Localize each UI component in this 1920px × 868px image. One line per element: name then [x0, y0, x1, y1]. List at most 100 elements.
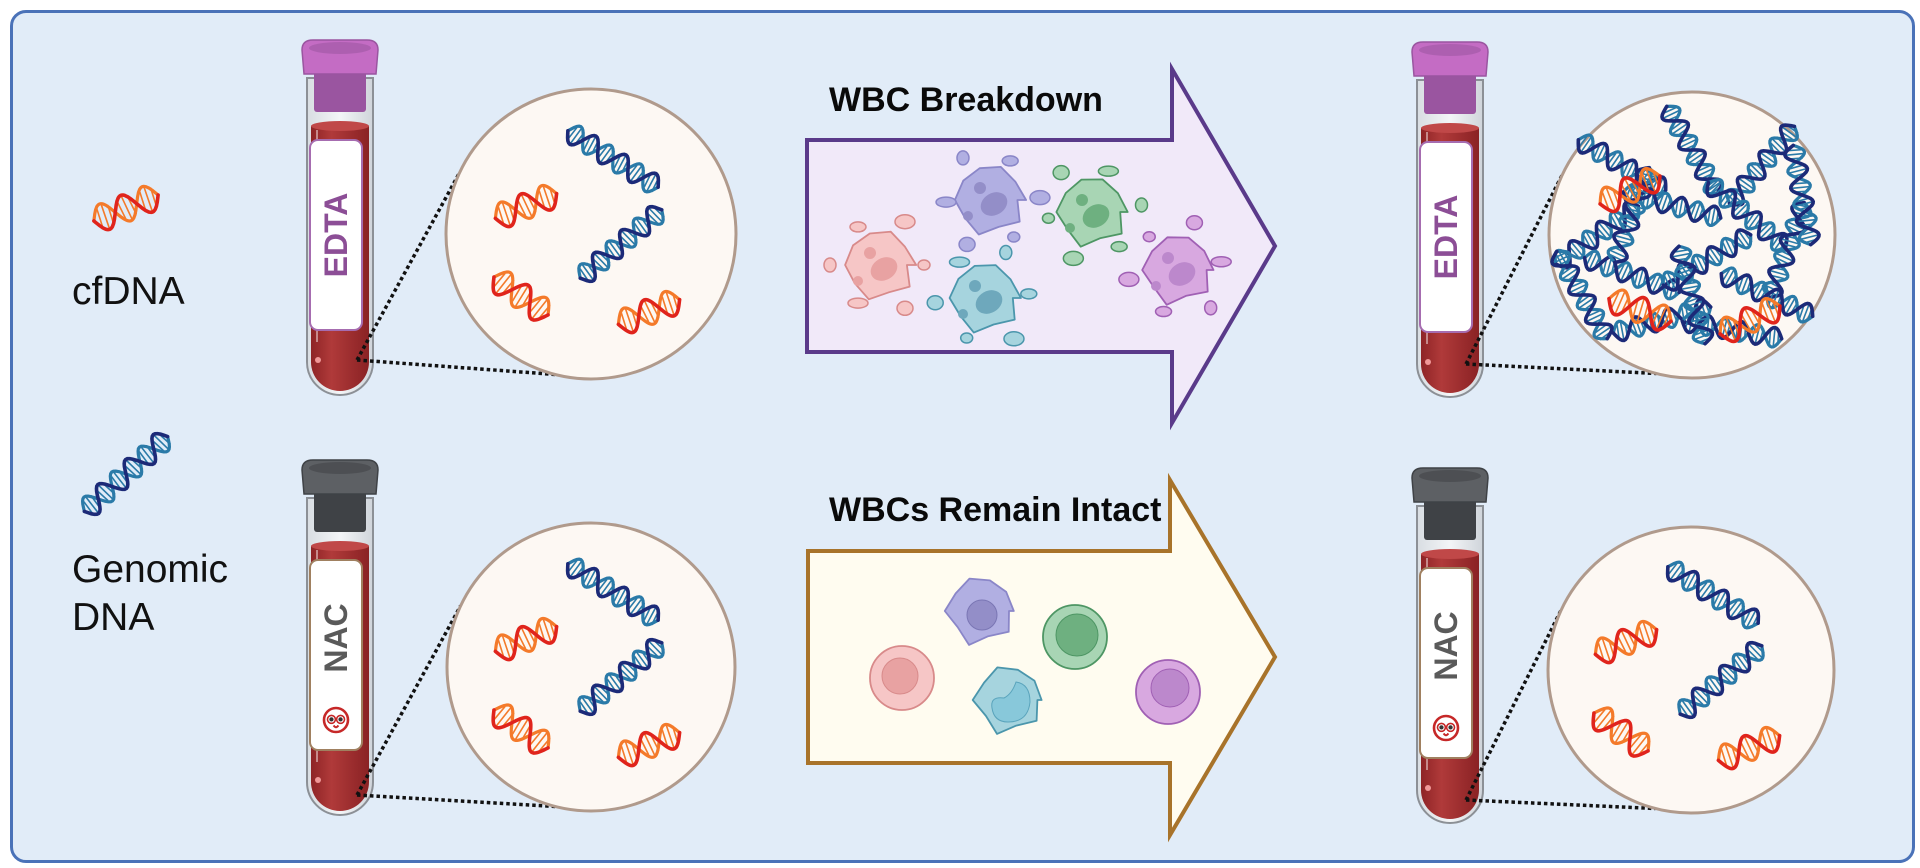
blood-surface — [1421, 123, 1479, 133]
dna-rung — [1630, 734, 1649, 756]
magnifier-nac-before — [355, 521, 737, 813]
tube-stopper — [1424, 494, 1476, 540]
arrow-wbcs-remain-intact: WBCs Remain Intact — [806, 472, 1278, 843]
dna-rung — [530, 731, 549, 753]
dna-rung — [542, 617, 553, 644]
intact-wbc-icon — [1042, 604, 1108, 670]
dna-strand — [1783, 143, 1821, 247]
dna-rung — [492, 273, 506, 289]
dna-rung — [1772, 327, 1776, 348]
dna-rung — [1619, 320, 1625, 341]
dna-rung — [1771, 289, 1780, 309]
dna-rung — [1645, 167, 1657, 193]
genomic-dna-fragment-icon — [1669, 244, 1715, 346]
cfdna-fragment-icon — [493, 616, 559, 662]
genomic-dna-fragment-icon — [1725, 123, 1799, 207]
dna-rung — [1684, 299, 1705, 308]
magnifier-circle — [445, 521, 737, 813]
dna-rung — [1747, 642, 1764, 660]
dna-rung — [538, 623, 546, 642]
dna-rung — [139, 191, 147, 211]
dna-rung — [1695, 254, 1706, 274]
tube-cap-rim — [1419, 44, 1481, 56]
dna-rung — [1594, 325, 1613, 339]
intact-wbc-icon — [971, 666, 1043, 735]
dna-rung — [1710, 206, 1716, 226]
dna-rung — [1786, 220, 1806, 231]
dna-strand — [565, 562, 661, 622]
lysed-wbc-icon — [1041, 164, 1149, 267]
dna-rung — [1724, 268, 1736, 287]
dna-rung — [501, 201, 512, 227]
dna-rung — [1597, 221, 1612, 238]
dna-strand — [1718, 296, 1782, 336]
dna-rung — [1759, 151, 1777, 165]
dna-rung — [1601, 637, 1612, 663]
dna-rung — [665, 290, 676, 317]
dna-strand — [1591, 711, 1650, 758]
dna-rung — [1584, 230, 1597, 249]
dna-rung — [520, 626, 533, 651]
dna-rung — [1743, 735, 1756, 760]
tube-label-sticker — [309, 559, 363, 751]
genomic-dna-fragment-icon — [577, 637, 665, 717]
dna-rung — [516, 199, 527, 217]
dna-rung — [1651, 274, 1662, 294]
dna-strand — [1705, 180, 1789, 250]
dna-strand — [493, 183, 559, 220]
zoom-connector-line — [356, 793, 556, 809]
dna-rung — [1759, 224, 1775, 240]
dna-rung — [1688, 317, 1709, 323]
dna-rung — [645, 173, 657, 193]
legend: cfDNA Genomic DNA — [72, 184, 228, 639]
cfdna-fragment-icon — [616, 722, 682, 768]
zoom-connector-line — [355, 171, 462, 361]
dna-rung — [1605, 186, 1617, 212]
arrow-shape — [805, 61, 1278, 431]
dna-strand — [616, 730, 682, 768]
dna-rung — [1678, 197, 1684, 218]
dna-rung — [1775, 252, 1794, 263]
dna-rung — [620, 229, 637, 246]
dna-rung — [643, 299, 656, 324]
dna-rung — [1669, 562, 1683, 581]
zoom-connector-line — [356, 358, 556, 377]
dna-rung — [1614, 290, 1626, 316]
dna-rung — [497, 206, 505, 226]
genomic-dna-fragment-icon — [1677, 640, 1765, 720]
cfdna-fragment-icon — [1607, 288, 1673, 332]
dna-rung — [1605, 256, 1613, 277]
dna-strand — [92, 193, 160, 232]
dna-rung — [1552, 254, 1571, 265]
dna-rung — [100, 203, 111, 230]
dna-rung — [665, 723, 676, 750]
dna-rung — [1720, 748, 1728, 768]
cfdna-fragment-icon — [1716, 725, 1782, 771]
owl-logo-icon — [1432, 714, 1460, 742]
genomic-dna-fragment-icon — [1665, 560, 1761, 630]
dna-rung — [661, 296, 669, 315]
dna-strand — [1660, 104, 1724, 196]
dna-rung — [120, 195, 134, 221]
dna-rung — [1793, 200, 1814, 208]
dna-rung — [635, 217, 649, 236]
dna-rung — [1680, 284, 1700, 291]
dna-rung — [1588, 251, 1599, 271]
magnifier-circle — [444, 87, 738, 381]
dna-strand — [1718, 304, 1782, 344]
cfdna-fragment-icon — [92, 184, 160, 232]
dna-rung — [97, 483, 115, 501]
zoom-connector-line — [1464, 608, 1564, 801]
arrow-title-wbcs-remain-intact: WBCs Remain Intact — [829, 491, 1162, 529]
cfdna-fragment-icon — [493, 183, 559, 229]
dna-rung — [1799, 233, 1820, 241]
row-nac: NAC WBCs Remain Intact NAC — [301, 459, 1836, 843]
dna-rung — [593, 252, 610, 269]
dna-rung — [629, 597, 644, 616]
dna-rung — [542, 184, 553, 211]
dna-rung — [1594, 709, 1613, 731]
dna-rung — [1801, 303, 1810, 323]
dna-rung — [1765, 297, 1777, 323]
dna-rung — [1796, 218, 1817, 223]
